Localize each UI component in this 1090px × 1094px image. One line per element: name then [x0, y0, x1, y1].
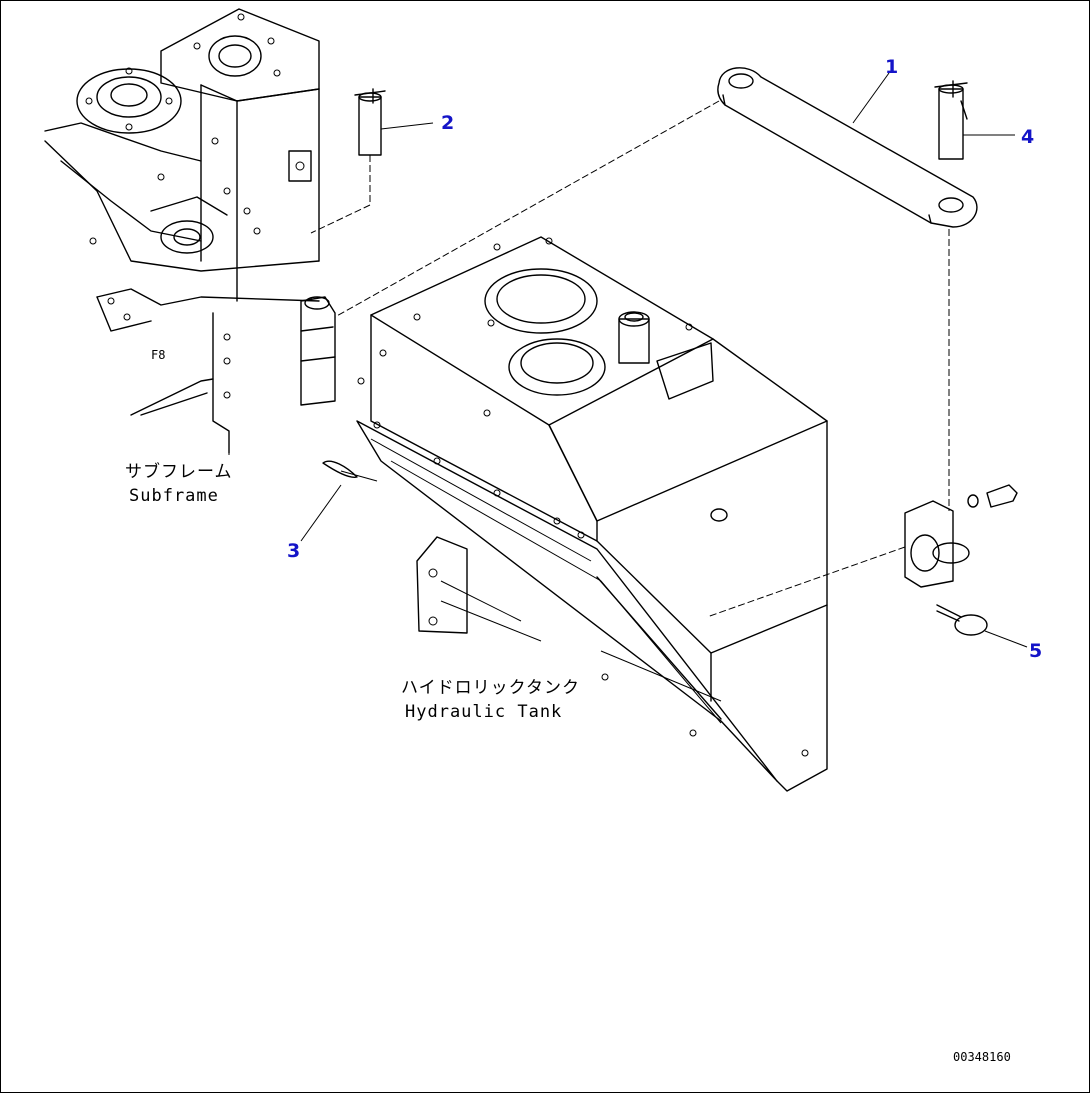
subframe-drawing: F8	[44, 8, 320, 454]
callout-5: 5	[1029, 640, 1042, 662]
subframe-label-jp: サブフレーム	[125, 461, 233, 482]
svg-text:F8: F8	[151, 348, 165, 362]
hydraulic-tank-drawing	[356, 236, 1018, 792]
leader-lines	[228, 72, 1028, 648]
callout-1: 1	[885, 56, 898, 78]
tank-label-en: Hydraulic Tank	[405, 702, 562, 722]
pin-part-2	[310, 88, 386, 234]
subframe-mount-bracket	[300, 296, 336, 406]
cotter-part-3	[322, 460, 378, 482]
subframe-label-en: Subframe	[129, 486, 219, 506]
drawing-code: 00348160	[953, 1050, 1011, 1064]
pin-part-4	[934, 80, 968, 160]
tank-label-jp: ハイドロリックタンク	[401, 678, 580, 698]
callout-4: 4	[1021, 126, 1034, 148]
link-part-1	[334, 67, 978, 511]
callout-3: 3	[287, 540, 300, 562]
linch-pin-part-5	[936, 604, 988, 636]
callout-2: 2	[441, 112, 454, 134]
